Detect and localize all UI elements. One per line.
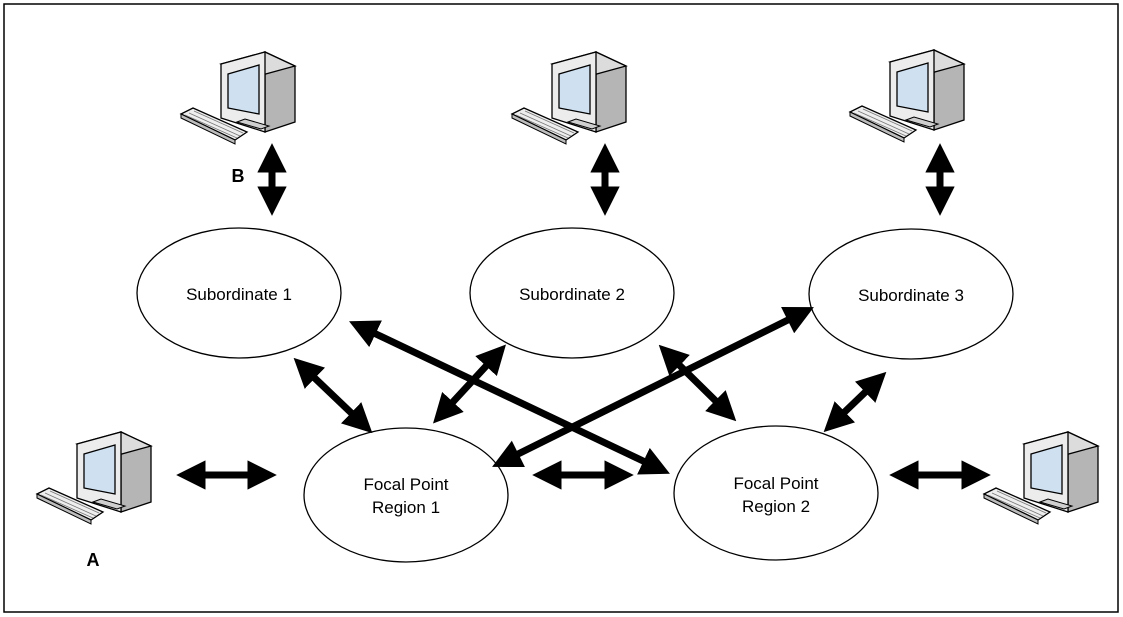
computer-region-2-icon: [983, 431, 1099, 525]
subordinate-1-node: [136, 227, 342, 359]
subordinate-2-label: Subordinate 2: [519, 285, 625, 304]
subordinate-1-label: Subordinate 1: [186, 285, 292, 304]
computer-subordinate-2-icon: [511, 51, 627, 145]
computer-b-label: B: [232, 166, 245, 186]
subordinate-3-node: [808, 228, 1014, 360]
focal-point-region-2-label-line1: Focal Point: [733, 474, 818, 493]
computer-a-icon: [36, 431, 152, 525]
arrow-subordinate-2-focal-1: [433, 344, 506, 424]
arrow-focal-1-subordinate-3: [492, 306, 814, 468]
computer-a-label: A: [87, 550, 100, 570]
subordinate-3-label: Subordinate 3: [858, 286, 964, 305]
arrow-subordinate-2-focal-2: [658, 344, 737, 422]
focal-point-region-2-node: [673, 425, 879, 561]
computer-b-icon: [180, 51, 296, 145]
focal-point-region-2-label-line2: Region 2: [742, 497, 810, 516]
arrow-subordinate-1-focal-1: [293, 357, 373, 434]
diagram-border: [3, 3, 1119, 613]
focal-point-region-1-label-line1: Focal Point: [363, 475, 448, 494]
focal-point-region-1-label-line2: Region 1: [372, 498, 440, 517]
focal-point-region-1-node: [303, 427, 509, 563]
arrow-subordinate-3-focal-2: [823, 371, 887, 433]
computer-subordinate-3-icon: [849, 49, 965, 143]
